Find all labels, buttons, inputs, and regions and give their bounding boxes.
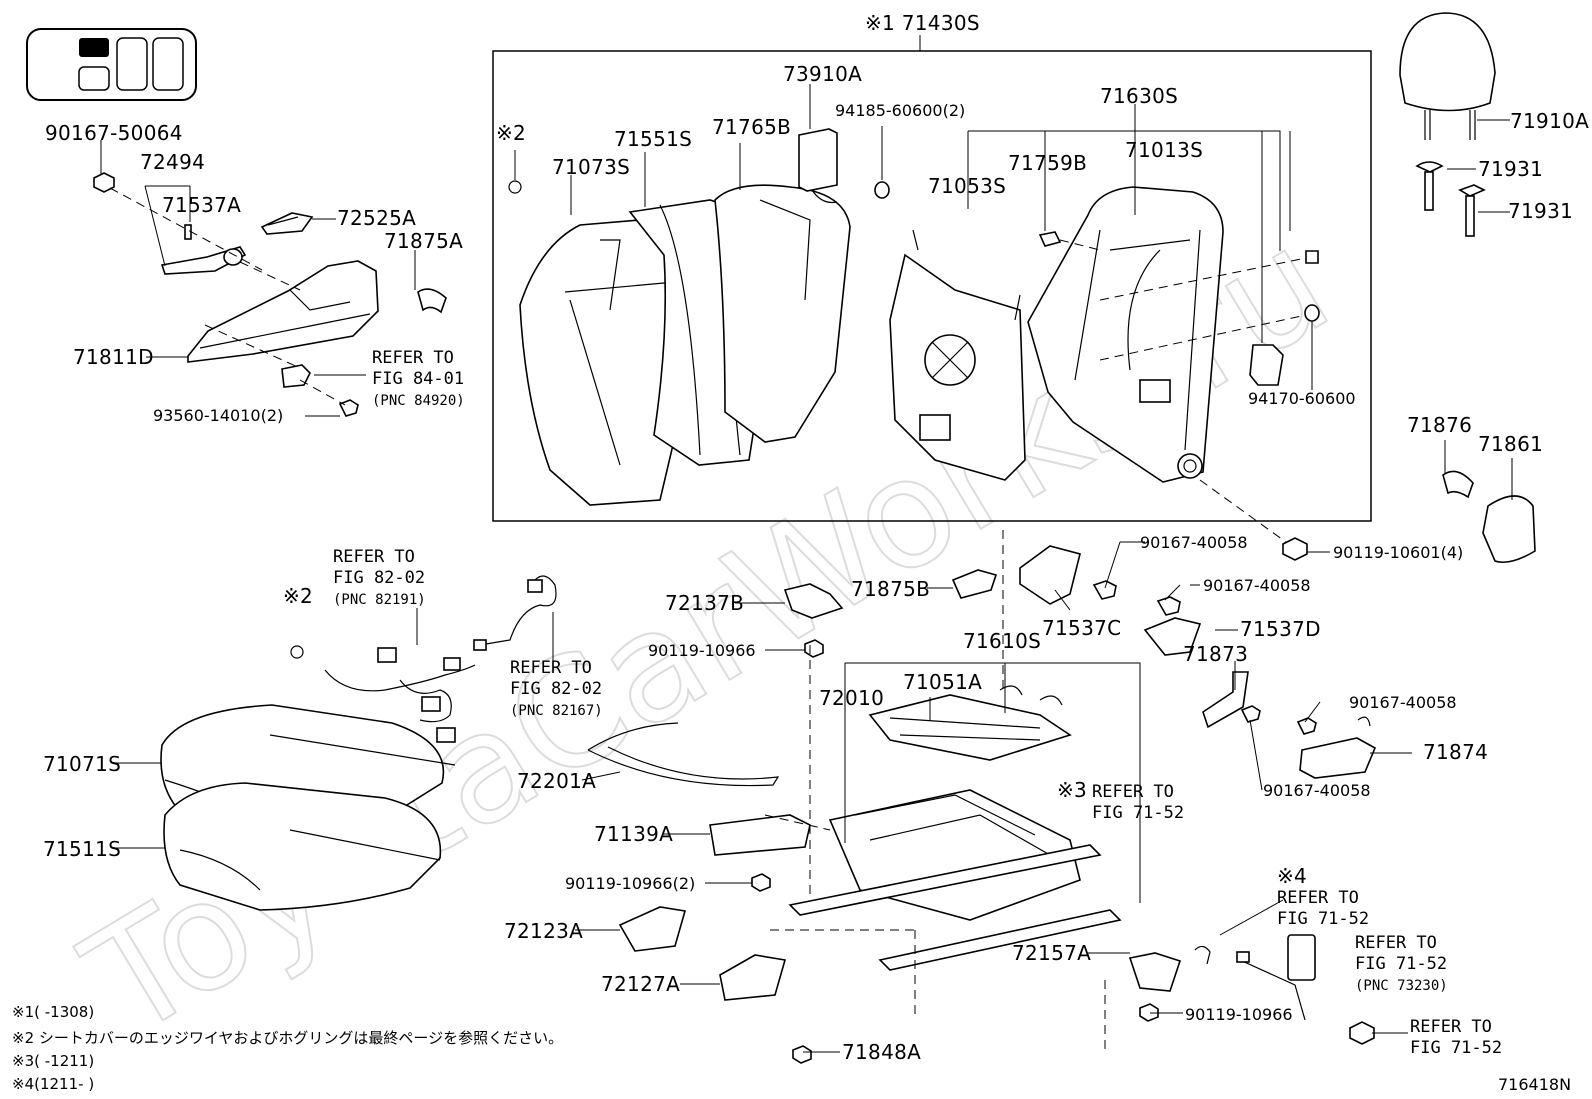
seat-frame-leaders xyxy=(575,602,1183,1053)
seatback-assembly-box xyxy=(492,50,1372,522)
side-cover-group xyxy=(93,172,447,417)
footnote-4: ※4(1211- ) xyxy=(12,1075,94,1093)
label-71874: 71874 xyxy=(1423,740,1488,764)
label-90119-10601: 90119-10601(4) xyxy=(1333,543,1463,562)
mark-2-top: ※2 xyxy=(496,121,526,145)
label-71910A: 71910A xyxy=(1510,109,1589,133)
label-71013S: 71013S xyxy=(1125,138,1203,162)
label-72123A: 72123A xyxy=(504,919,583,943)
label-71053S: 71053S xyxy=(928,174,1006,198)
figure-code: 716418N xyxy=(1498,1075,1571,1094)
hinge-parts xyxy=(951,545,1377,779)
label-71876: 71876 xyxy=(1407,413,1472,437)
label-71537D: 71537D xyxy=(1240,617,1321,641)
refer-fig-71-52-d: REFER TO FIG 71-52 xyxy=(1410,1017,1502,1058)
label-72201A: 72201A xyxy=(517,769,596,793)
label-73910A: 73910A xyxy=(783,62,862,86)
label-90119-10966-b: 90119-10966 xyxy=(1185,1005,1293,1024)
label-93560-14010: 93560-14010(2) xyxy=(153,406,283,425)
label-71811D: 71811D xyxy=(73,345,154,369)
label-71875B: 71875B xyxy=(851,577,930,601)
part-labels: 90167-50064 72494 71537A 72525A 71875A 7… xyxy=(43,11,1589,1094)
wire-harness xyxy=(324,575,557,743)
seatback-frame-leaders xyxy=(967,104,1313,546)
label-72494: 72494 xyxy=(140,150,205,174)
label-71511S: 71511S xyxy=(43,837,121,861)
label-71848A: 71848A xyxy=(842,1040,921,1064)
seatback-frame xyxy=(1027,186,1320,483)
label-71759B: 71759B xyxy=(1008,151,1087,175)
refer-fig-82-02-a: REFER TO FIG 82-02 (PNC 82191) xyxy=(333,547,435,608)
track-covers xyxy=(618,583,1182,1064)
label-90119-10966-a: 90119-10966 xyxy=(648,641,756,660)
label-71861: 71861 xyxy=(1478,432,1543,456)
label-seatback-assembly: ※1 71430S xyxy=(865,11,980,35)
label-72010: 72010 xyxy=(819,686,884,710)
label-94170-60600: 94170-60600 xyxy=(1248,389,1356,408)
refer-fig-84-01: REFER TO FIG 84-01 (PNC 84920) xyxy=(372,348,474,409)
label-72157A: 72157A xyxy=(1012,941,1091,965)
label-90167-50064: 90167-50064 xyxy=(45,121,183,145)
label-71610S: 71610S xyxy=(963,629,1041,653)
label-90167-40058-c: 90167-40058 xyxy=(1349,693,1457,712)
label-90167-40058-d: 90167-40058 xyxy=(1263,781,1371,800)
lumbar-support-plate xyxy=(889,229,1026,481)
refer-fig-71-52-c: REFER TO FIG 71-52 (PNC 73230) xyxy=(1355,933,1457,994)
lumbar-connector xyxy=(798,128,890,204)
seat-position-icon xyxy=(26,28,197,101)
seatback-leaders xyxy=(508,84,883,215)
label-72137B: 72137B xyxy=(665,591,744,615)
seatback-pad xyxy=(714,184,851,443)
mark-4: ※4 xyxy=(1277,864,1307,888)
label-71931-upper: 71931 xyxy=(1478,157,1543,181)
edge-wire xyxy=(587,722,780,787)
label-71537A: 71537A xyxy=(162,193,241,217)
label-71873: 71873 xyxy=(1183,642,1248,666)
refer-fig-82-02-b: REFER TO FIG 82-02 (PNC 82167) xyxy=(510,658,612,719)
mark-2-mid: ※2 xyxy=(283,584,313,608)
label-72525A: 72525A xyxy=(337,206,416,230)
seat-belt-buckle xyxy=(1194,899,1408,1045)
label-71875A: 71875A xyxy=(384,229,463,253)
label-71139A: 71139A xyxy=(594,822,673,846)
label-90167-40058-b: 90167-40058 xyxy=(1203,576,1311,595)
label-71630S: 71630S xyxy=(1100,84,1178,108)
seat-frame xyxy=(788,685,1122,971)
cushion-pad xyxy=(163,782,442,911)
footnote-1: ※1( -1308) xyxy=(12,1003,94,1021)
label-71071S: 71071S xyxy=(43,752,121,776)
mark-3: ※3 xyxy=(1057,778,1087,802)
label-71537C: 71537C xyxy=(1042,616,1121,640)
refer-fig-71-52-b: REFER TO FIG 71-52 xyxy=(1277,888,1369,929)
headrest xyxy=(1399,12,1496,237)
hog-ring-icon xyxy=(290,645,304,659)
label-71051A: 71051A xyxy=(903,670,982,694)
label-71073S: 71073S xyxy=(552,155,630,179)
label-71765B: 71765B xyxy=(712,115,791,139)
label-94185-60600: 94185-60600(2) xyxy=(835,101,965,120)
recliner-cover-group xyxy=(1282,440,1536,564)
refer-fig-71-52-a: REFER TO FIG 71-52 xyxy=(1092,782,1184,823)
footnote-3: ※3( -1211) xyxy=(12,1052,94,1070)
label-71551S: 71551S xyxy=(614,127,692,151)
label-90167-40058-a: 90167-40058 xyxy=(1140,533,1248,552)
footnote-2: ※2 シートカバーのエッジワイヤおよびホグリングは最終ページを参照ください。 xyxy=(12,1029,563,1047)
label-90119-10966-2: 90119-10966(2) xyxy=(565,874,695,893)
footnotes: ※1( -1308) ※2 シートカバーのエッジワイヤおよびホグリングは最終ペー… xyxy=(12,1003,563,1093)
label-72127A: 72127A xyxy=(601,972,680,996)
refer-to-labels: REFER TO FIG 84-01 (PNC 84920) REFER TO … xyxy=(333,348,1502,1058)
label-71931-lower: 71931 xyxy=(1508,199,1573,223)
